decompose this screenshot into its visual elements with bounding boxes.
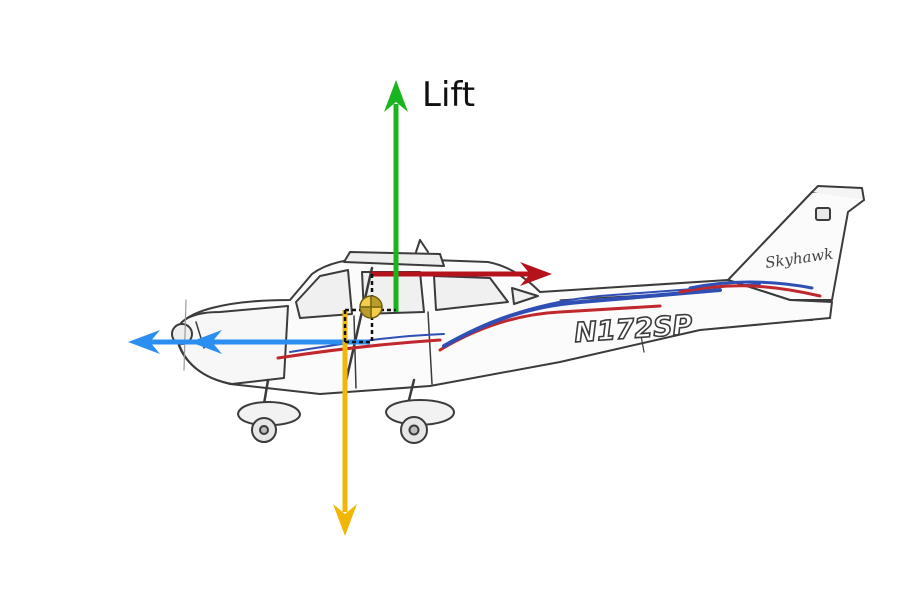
wing-strut <box>342 266 374 392</box>
cabin-window-rear <box>433 275 509 311</box>
tail-beacon <box>815 207 831 221</box>
lift-label: Lift <box>422 75 476 115</box>
registration-text: N172SP <box>573 310 693 349</box>
center-of-gravity-icon <box>359 295 383 319</box>
engine-cowling <box>175 305 289 385</box>
weight-vector <box>333 310 357 536</box>
nose-wheel-fairing <box>237 401 301 427</box>
propeller <box>183 299 187 371</box>
drag-vector <box>128 330 370 354</box>
main-wheel-fairing <box>385 399 455 426</box>
windshield <box>295 269 353 319</box>
cg-connectors <box>343 274 396 344</box>
livery-stripes <box>276 280 822 360</box>
lift-vector <box>384 80 408 312</box>
